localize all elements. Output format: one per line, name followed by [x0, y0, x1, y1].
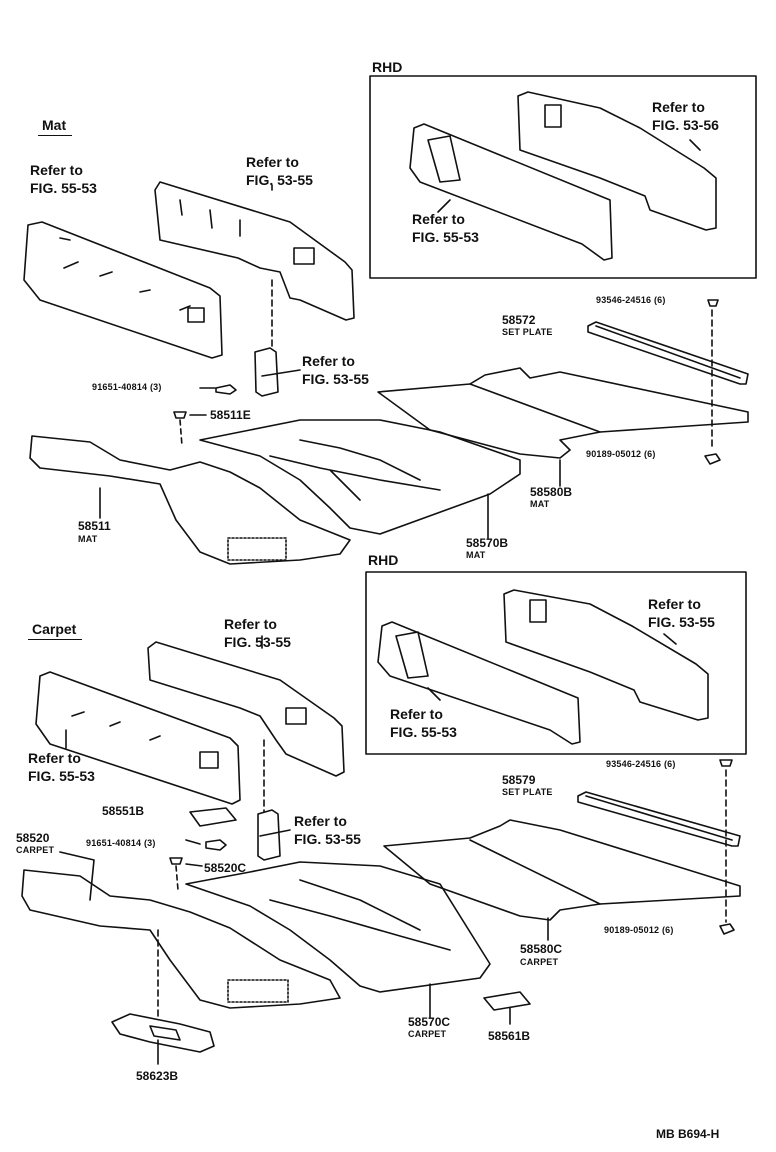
section-title-rhd-bottom: RHD	[368, 552, 399, 568]
pad-58551B	[189, 807, 237, 827]
ref-label: Refer to	[652, 99, 705, 115]
part-number: 58520C	[204, 861, 247, 875]
part-number: 91651-40814 (3)	[86, 838, 156, 848]
part-number: 58579	[502, 773, 536, 787]
ref-label: Refer to	[224, 616, 277, 632]
section-title-carpet: Carpet	[27, 621, 83, 640]
part-desc: SET PLATE	[502, 327, 553, 337]
ref-label: FIG. 53-55	[294, 831, 361, 847]
part-number: 91651-40814 (3)	[92, 382, 162, 392]
dash-panel-left-carpet	[35, 671, 241, 805]
floor-mat-58511	[29, 435, 351, 565]
bracket-mat	[254, 347, 279, 397]
ref-label: Refer to	[302, 353, 355, 369]
rhd-dash-right-top	[517, 91, 717, 231]
ref-label: Refer to	[390, 706, 443, 722]
bracket-carpet	[257, 809, 281, 861]
dash-panel-upper-mat	[154, 181, 355, 321]
part-desc: SET PLATE	[502, 787, 553, 797]
ref-label: FIG. 55-53	[412, 229, 479, 245]
set-plate-58572	[587, 321, 749, 385]
pad-58561B	[483, 991, 531, 1011]
part-number: 90189-05012 (6)	[604, 925, 674, 935]
floor-mat-58570B	[199, 419, 521, 535]
section-title-mat: Mat	[37, 117, 73, 136]
rear-mat-58580B	[377, 367, 749, 459]
part-number: 58623B	[136, 1069, 179, 1083]
ref-label: FIG. 53-56	[652, 117, 719, 133]
part-number: 58570C	[408, 1015, 451, 1029]
part-number: 58572	[502, 313, 536, 327]
plate-58623B	[111, 1013, 215, 1053]
dash-panel-upper-carpet	[147, 641, 345, 777]
section-title-rhd-top: RHD	[372, 59, 403, 75]
ref-label: FIG. 55-53	[30, 180, 97, 196]
part-number: 90189-05012 (6)	[586, 449, 656, 459]
ref-label: Refer to	[294, 813, 347, 829]
rhd-dash-left-bottom	[377, 621, 581, 745]
part-number: 58520	[16, 831, 50, 845]
ref-label: FIG. 53-55	[224, 634, 291, 650]
ref-label: FIG. 55-53	[28, 768, 95, 784]
ref-label: FIG. 53-55	[302, 371, 369, 387]
carpet-58570C	[185, 861, 491, 993]
ref-label: Refer to	[246, 154, 299, 170]
rhd-dash-left-top	[409, 123, 613, 261]
set-plate-58579	[577, 791, 741, 847]
part-number: 93546-24516 (6)	[596, 295, 666, 305]
ref-label: Refer to	[412, 211, 465, 227]
part-number: 58580B	[530, 485, 573, 499]
part-desc: CARPET	[408, 1029, 447, 1039]
rhd-box-top	[369, 75, 757, 279]
part-number: 58570B	[466, 536, 509, 550]
part-number: 93546-24516 (6)	[606, 759, 676, 769]
carpet-58520	[21, 869, 341, 1009]
part-desc: CARPET	[520, 957, 559, 967]
ref-label: Refer to	[30, 162, 83, 178]
part-desc: MAT	[78, 534, 98, 544]
figure-code: MB B694-H	[656, 1127, 720, 1141]
rear-carpet-58580C	[383, 819, 741, 921]
ref-label: Refer to	[28, 750, 81, 766]
part-desc: MAT	[466, 550, 486, 560]
rhd-box-bottom	[365, 571, 747, 755]
part-number: 58511E	[210, 408, 251, 422]
ref-label: Refer to	[648, 596, 701, 612]
part-number: 58551B	[102, 804, 145, 818]
part-desc: CARPET	[16, 845, 55, 855]
ref-label: FIG. 53-55	[648, 614, 715, 630]
ref-label: FIG. 53-55	[246, 172, 313, 188]
dash-panel-left-mat	[23, 221, 223, 359]
part-number: 58580C	[520, 942, 563, 956]
part-number: 58511	[78, 519, 111, 533]
part-number: 58561B	[488, 1029, 531, 1043]
ref-label: FIG. 55-53	[390, 724, 457, 740]
part-desc: MAT	[530, 499, 550, 509]
rhd-dash-right-bottom	[503, 589, 709, 721]
